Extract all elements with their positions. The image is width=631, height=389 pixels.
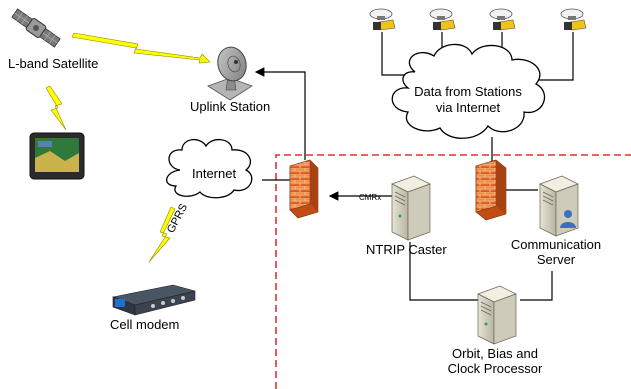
satellite-label: L-band Satellite [8, 56, 99, 71]
satellite-icon [11, 8, 61, 48]
internet-cloud [166, 139, 253, 199]
beam-satellite-uplink [71, 32, 211, 64]
beam-satellite-tablet [45, 85, 67, 131]
stations-cloud [391, 43, 546, 139]
secure-zone-border [275, 154, 631, 389]
beam-gprs [148, 206, 176, 263]
server-icon [477, 285, 517, 345]
link-firewall-uplink [254, 67, 306, 160]
link-comm-processor [520, 271, 553, 301]
comm-server-label-2: Server [536, 252, 576, 267]
ntrip-caster-label: NTRIP Caster [366, 242, 447, 257]
cell-modem-label: Cell modem [110, 317, 180, 332]
cmrx-label: CMRx [359, 193, 382, 202]
user-icon [560, 210, 576, 228]
processor-label-2: Clock Processor [447, 361, 543, 376]
satellite-dish-icon [207, 46, 253, 101]
link-station-1 [381, 32, 410, 76]
tablet-icon [29, 132, 85, 180]
firewall-icon [289, 159, 319, 219]
link-ntrip-processor [409, 242, 478, 301]
internet-label: Internet [192, 166, 237, 181]
cell-modem-icon [111, 284, 196, 316]
gnss-receiver-icon [489, 8, 516, 31]
connection-lines [254, 32, 574, 301]
server-icon [391, 175, 431, 241]
uplink-label: Uplink Station [190, 99, 271, 114]
processor-label-1: Orbit, Bias and [452, 346, 538, 361]
link-station-4 [535, 32, 574, 81]
stations-cloud-label-2: via Internet [435, 100, 501, 115]
gnss-receiver-icon [369, 8, 396, 31]
gnss-receiver-icon [560, 8, 587, 31]
server-icon [539, 175, 579, 237]
comm-server-label-1: Communication [510, 237, 602, 252]
gnss-receivers [369, 8, 587, 31]
stations-cloud-label-1: Data from Stations [414, 84, 522, 99]
radio-links [45, 32, 211, 263]
gnss-receiver-icon [429, 8, 456, 31]
firewall-icon [475, 159, 507, 221]
